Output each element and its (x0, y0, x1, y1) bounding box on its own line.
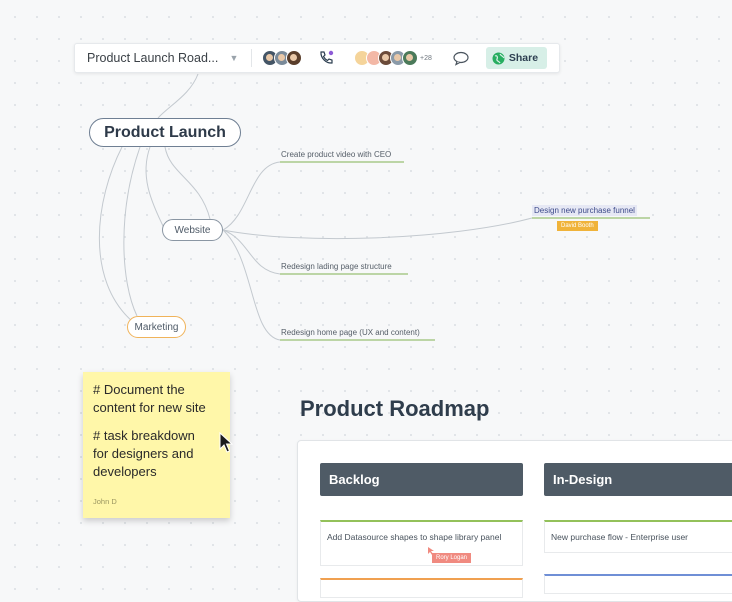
mindmap-branch-label[interactable]: Redesign home page (UX and content) (281, 328, 420, 337)
column-header-backlog[interactable]: Backlog (320, 463, 523, 496)
share-label: Share (508, 52, 539, 64)
mindmap-branch-label[interactable]: Create product video with CEO (281, 150, 392, 159)
mindmap-node-website[interactable]: Website (162, 219, 223, 241)
collaborator-cursor-tag: Rory Logan (432, 553, 472, 563)
mindmap-branch-label[interactable]: Redesign lading page structure (281, 262, 392, 271)
top-toolbar: Product Launch Road... ▼ +28 Share (74, 43, 560, 73)
mouse-pointer-icon (219, 432, 233, 453)
sticky-note-text: # Document the content for new site (93, 382, 206, 415)
mindmap-branch-label[interactable]: Design new purchase funnel (532, 205, 637, 216)
sticky-note-author: John D (93, 497, 117, 506)
kanban-card[interactable]: New purchase flow - Enterprise user (544, 520, 732, 553)
phone-call-icon[interactable] (316, 48, 336, 68)
kanban-card[interactable] (320, 578, 523, 598)
mindmap-connectors (98, 73, 650, 341)
active-collaborators[interactable] (262, 50, 302, 66)
card-text: New purchase flow - Enterprise user (551, 532, 689, 542)
kanban-board: Backlog In-Design Add Datasource shapes … (297, 440, 732, 602)
document-title[interactable]: Product Launch Road... (87, 51, 219, 65)
viewer-avatars[interactable] (354, 50, 418, 66)
share-button[interactable]: Share (485, 47, 548, 69)
sticky-note[interactable]: # Document the content for new site # ta… (83, 372, 230, 518)
mindmap-root-node[interactable]: Product Launch (89, 118, 241, 147)
mindmap-node-marketing[interactable]: Marketing (127, 316, 186, 338)
roadmap-title: Product Roadmap (300, 396, 490, 421)
comment-icon[interactable] (452, 49, 470, 67)
toolbar-divider (251, 49, 252, 67)
chevron-down-icon[interactable]: ▼ (229, 53, 239, 63)
collaborator-pointer-icon (428, 547, 434, 555)
column-header-in-design[interactable]: In-Design (544, 463, 732, 496)
card-text: Add Datasource shapes to shape library p… (327, 532, 502, 542)
kanban-card[interactable] (544, 574, 732, 594)
collaborator-cursor-tag: David Booth (557, 221, 598, 231)
avatar[interactable] (402, 50, 418, 66)
avatar[interactable] (286, 50, 302, 66)
more-collaborators-count[interactable]: +28 (420, 54, 432, 62)
kanban-card[interactable]: Add Datasource shapes to shape library p… (320, 520, 523, 566)
sticky-note-text: # task breakdown for designers and devel… (93, 428, 195, 479)
globe-icon (492, 52, 505, 64)
